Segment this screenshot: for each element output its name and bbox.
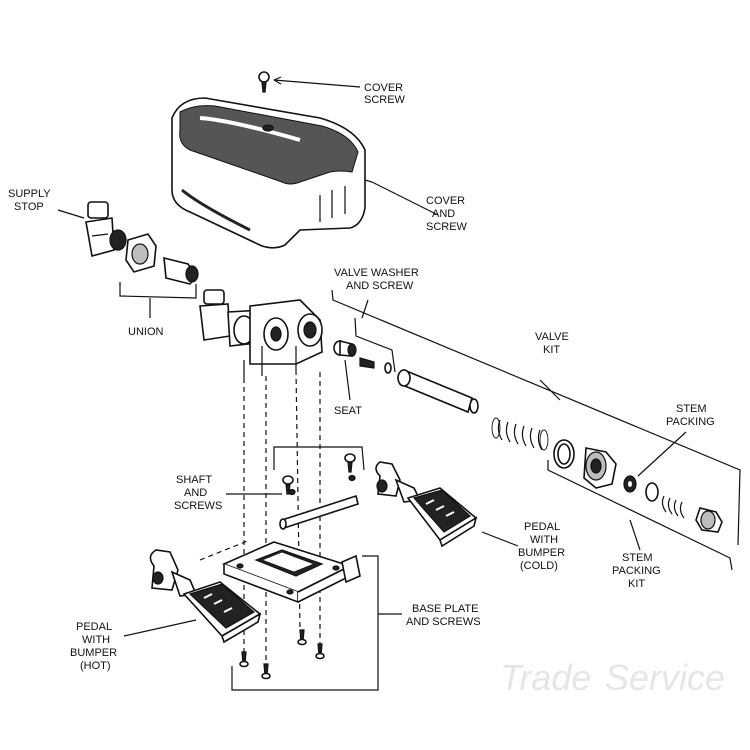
label-union-line-1: UNION bbox=[128, 326, 164, 338]
label-valve-washer: VALVE WASHER AND SCREW bbox=[334, 267, 419, 292]
label-shaft-and-screws-line-1: SHAFT bbox=[176, 474, 212, 486]
label-cover-screw-line-1: COVER bbox=[364, 82, 403, 94]
label-cover-and-screw-line-2: AND bbox=[432, 208, 455, 220]
label-pedal-cold: PEDAL WITH BUMPER (COLD) bbox=[518, 521, 565, 572]
label-pedal-cold-line-3: BUMPER bbox=[518, 547, 565, 559]
pedal-hot-part bbox=[123, 549, 262, 644]
label-pedal-cold-line-4: (COLD) bbox=[520, 560, 558, 572]
label-cover-and-screw-line-1: COVER bbox=[426, 195, 465, 207]
label-pedal-hot-line-3: BUMPER bbox=[70, 647, 117, 659]
valve-stem-part bbox=[397, 368, 479, 414]
label-pedal-hot-line-2: WITH bbox=[82, 634, 110, 646]
valve-kit-bracket bbox=[331, 289, 741, 546]
base-plate-bracket bbox=[231, 555, 402, 691]
label-shaft-and-screws: SHAFT AND SCREWS bbox=[174, 474, 222, 512]
valve-washer-part bbox=[354, 299, 396, 374]
label-pedal-cold-line-1: PEDAL bbox=[524, 521, 560, 533]
cover-screw-part bbox=[258, 71, 361, 93]
base-plate-part bbox=[199, 539, 361, 604]
supply-stop-part bbox=[57, 201, 127, 258]
base-screws-part bbox=[239, 629, 325, 680]
label-valve-washer-line-2: AND SCREW bbox=[346, 280, 414, 292]
label-supply-stop-line-1: SUPPLY bbox=[8, 188, 51, 200]
label-pedal-hot-line-4: (HOT) bbox=[80, 660, 111, 672]
label-stem-packing-line-2: PACKING bbox=[666, 416, 715, 428]
label-shaft-and-screws-line-2: AND bbox=[184, 487, 207, 499]
label-stem-packing-kit-line-3: KIT bbox=[628, 578, 645, 590]
pedal-cold-part bbox=[375, 461, 519, 548]
stem-packing-part bbox=[623, 431, 687, 502]
label-valve-kit-line-2: KIT bbox=[543, 344, 560, 356]
label-valve-kit: VALVE KIT bbox=[535, 331, 569, 356]
label-pedal-hot-line-1: PEDAL bbox=[76, 621, 112, 633]
seat-part bbox=[333, 339, 357, 401]
watermark: Trade Service bbox=[500, 657, 725, 698]
shaft-screws-bracket bbox=[226, 446, 365, 495]
label-stem-packing: STEM PACKING bbox=[666, 403, 715, 428]
label-pedal-hot: PEDAL WITH BUMPER (HOT) bbox=[70, 621, 117, 672]
ring-part bbox=[553, 439, 575, 469]
label-base-plate: BASE PLATE AND SCREWS bbox=[406, 603, 481, 628]
label-cover-and-screw: COVER AND SCREW bbox=[426, 195, 468, 233]
label-supply-stop: SUPPLY STOP bbox=[8, 188, 51, 213]
packing-nut-part bbox=[583, 447, 617, 489]
label-union: UNION bbox=[128, 326, 164, 338]
label-cover-and-screw-line-3: SCREW bbox=[426, 221, 468, 233]
label-valve-washer-line-1: VALVE WASHER bbox=[334, 267, 419, 279]
label-seat: SEAT bbox=[334, 405, 362, 417]
label-base-plate-line-1: BASE PLATE bbox=[412, 603, 478, 615]
small-spring-part bbox=[661, 495, 685, 519]
cover-part bbox=[171, 97, 439, 249]
shaft-part bbox=[279, 494, 359, 530]
label-base-plate-line-2: AND SCREWS bbox=[406, 616, 481, 628]
label-seat-line-1: SEAT bbox=[334, 405, 362, 417]
label-pedal-cold-line-2: WITH bbox=[530, 534, 558, 546]
label-cover-screw-line-2: SCREW bbox=[364, 94, 406, 106]
union-part bbox=[119, 233, 199, 318]
label-supply-stop-line-2: STOP bbox=[14, 201, 44, 213]
label-valve-kit-line-1: VALVE bbox=[535, 331, 569, 343]
spring-part bbox=[491, 417, 549, 451]
label-stem-packing-kit-line-2: PACKING bbox=[612, 565, 661, 577]
valve-body-part bbox=[199, 289, 323, 378]
shaft-screws-part bbox=[282, 453, 356, 496]
watermark-word-1: Trade bbox=[500, 657, 591, 698]
end-nut-part bbox=[695, 507, 723, 533]
label-cover-screw: COVER SCREW bbox=[364, 82, 406, 106]
label-stem-packing-line-1: STEM bbox=[676, 403, 707, 415]
watermark-word-2: Service bbox=[605, 657, 725, 698]
label-stem-packing-kit-line-1: STEM bbox=[622, 552, 653, 564]
label-stem-packing-kit: STEM PACKING KIT bbox=[612, 552, 661, 590]
label-shaft-and-screws-line-3: SCREWS bbox=[174, 500, 222, 512]
stem-packing-kit-bracket bbox=[547, 460, 733, 571]
